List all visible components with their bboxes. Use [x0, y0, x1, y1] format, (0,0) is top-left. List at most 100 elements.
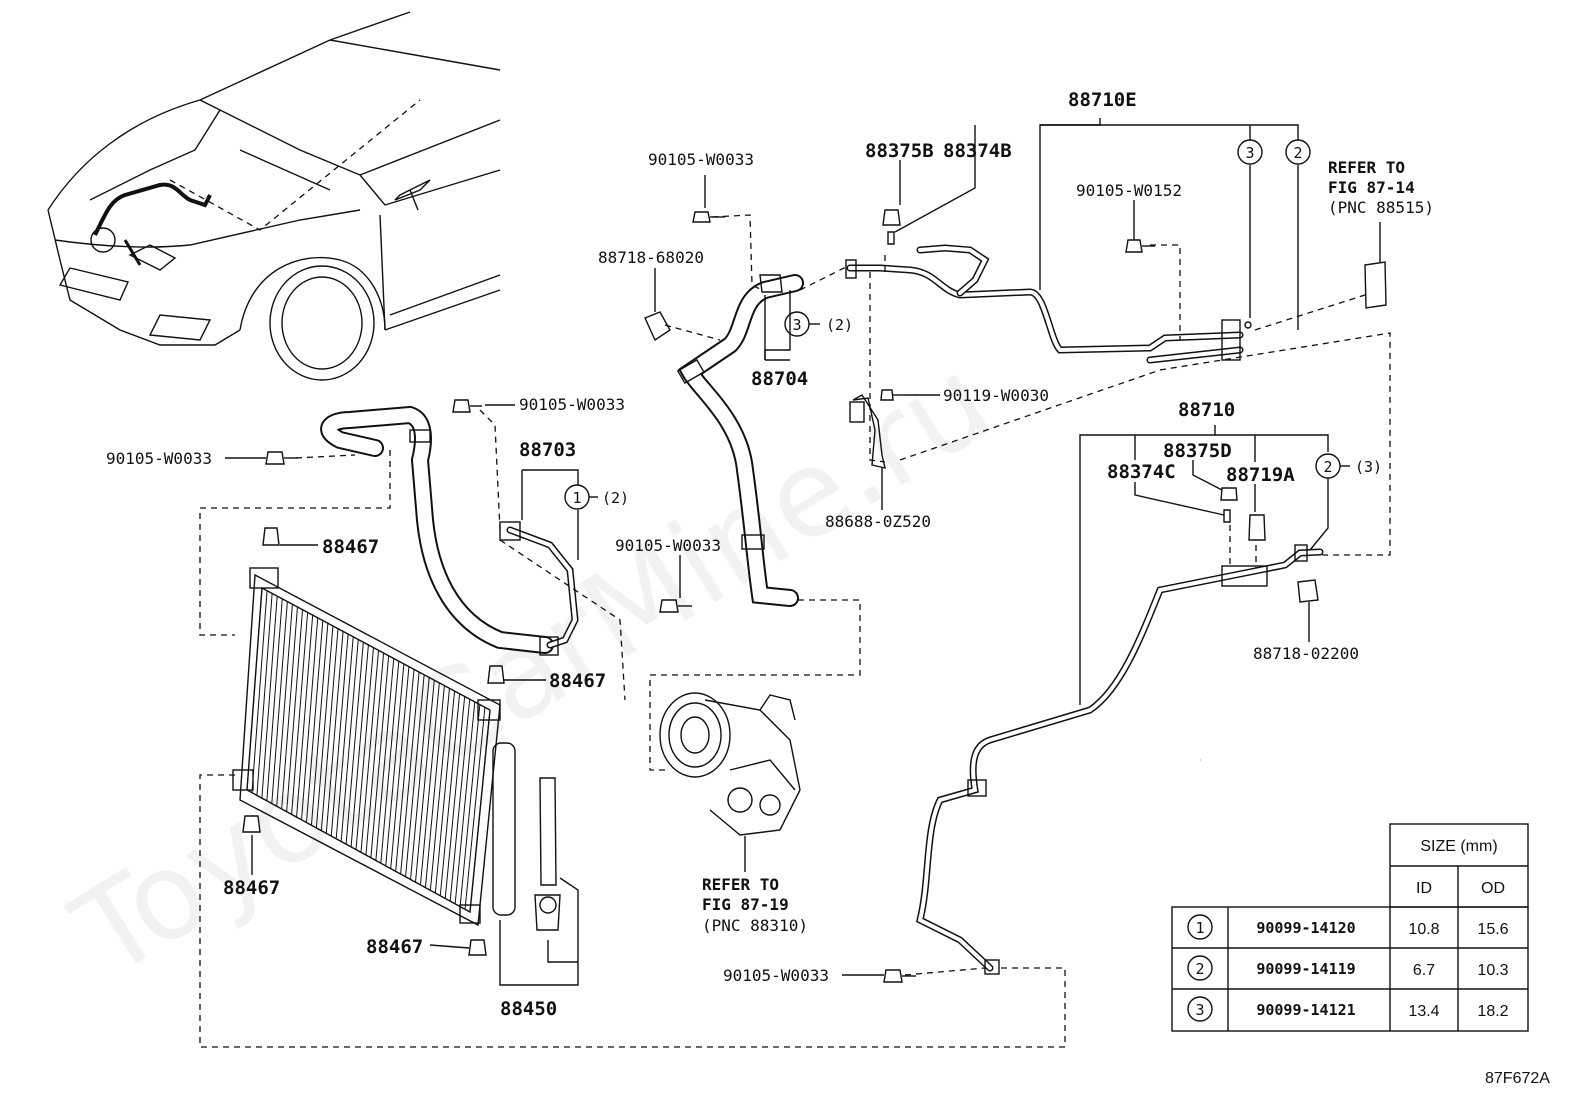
condenser-fin	[271, 601, 288, 804]
svg-text:3: 3	[792, 316, 801, 334]
bolt-icon	[452, 399, 482, 413]
ring-marker-3-88704: 3 (2)	[784, 311, 853, 337]
svg-text:(2): (2)	[826, 316, 853, 334]
ring-marker-2-top: 2	[1285, 139, 1311, 165]
svg-text:90099-14120: 90099-14120	[1256, 919, 1355, 937]
label-88467-c: 88467	[223, 877, 280, 899]
label-90119-W0030: 90119-W0030	[943, 386, 1049, 405]
valve-core-icon	[1223, 509, 1231, 523]
condenser-fin	[375, 658, 395, 861]
condenser-fin	[400, 671, 420, 875]
svg-text:10.8: 10.8	[1408, 921, 1439, 938]
svg-text:(2): (2)	[602, 489, 629, 507]
label-88467-b: 88467	[549, 670, 606, 692]
table-row: 2 90099-14119 6.7 10.3	[1187, 955, 1509, 981]
svg-text:FIG 87-19: FIG 87-19	[702, 895, 789, 914]
svg-text:15.6: 15.6	[1477, 921, 1508, 938]
cushion-icon	[242, 815, 261, 833]
bolt-icon	[265, 451, 298, 465]
label-88375B: 88375B	[865, 140, 934, 162]
condenser-fin	[439, 693, 461, 896]
svg-text:(PNC 88515): (PNC 88515)	[1328, 198, 1434, 217]
svg-text:90099-14121: 90099-14121	[1256, 1001, 1355, 1019]
condenser-fin	[310, 623, 329, 826]
svg-text:18.2: 18.2	[1477, 1003, 1508, 1020]
condenser-fin	[390, 666, 410, 869]
label-88375D: 88375D	[1163, 440, 1232, 462]
condenser-fin	[360, 650, 380, 853]
condenser-fin	[424, 685, 445, 888]
condenser-fin	[286, 609, 304, 812]
watermark: ToyotaCarMine.ru	[51, 331, 1015, 1005]
condenser-fin	[469, 709, 491, 913]
condenser-fin	[395, 669, 415, 872]
ref-fig-87-14: REFER TO FIG 87-14 (PNC 88515)	[1328, 158, 1434, 217]
label-88374C: 88374C	[1107, 461, 1176, 483]
condenser-fin	[246, 587, 263, 791]
condenser-fin	[281, 606, 298, 810]
sensor-icon	[1297, 579, 1319, 603]
condenser-fin	[414, 680, 435, 883]
pipe-88710	[915, 544, 1324, 975]
label-90105-W0033-c: 90105-W0033	[106, 449, 212, 468]
bolt-icon	[692, 211, 725, 223]
discharge-hose	[320, 405, 579, 656]
condenser-fin	[305, 620, 324, 823]
dashed-leaders	[199, 214, 1391, 1048]
condenser-fin	[434, 690, 456, 894]
condenser-fin	[261, 596, 278, 799]
svg-text:1: 1	[572, 489, 581, 507]
label-88467-d: 88467	[366, 936, 423, 958]
label-88374B: 88374B	[943, 140, 1012, 162]
condenser-fin	[419, 682, 440, 885]
condenser-fin	[355, 647, 374, 850]
table-row: 3 90099-14121 13.4 18.2	[1187, 996, 1509, 1022]
bolt-icon	[659, 599, 692, 613]
svg-text:FIG 87-14: FIG 87-14	[1328, 178, 1415, 197]
label-88703: 88703	[519, 439, 576, 461]
condenser-fin	[429, 688, 450, 891]
label-90105-W0033-e: 90105-W0033	[723, 966, 829, 985]
label-90105-W0152: 90105-W0152	[1076, 181, 1182, 200]
condenser-fin	[454, 701, 476, 904]
condenser-fin	[380, 661, 400, 864]
label-90105-W0033-b: 90105-W0033	[519, 395, 625, 414]
label-88718-02200: 88718-02200	[1253, 644, 1359, 663]
fasteners	[242, 209, 1387, 983]
switch-icon	[1248, 514, 1266, 541]
condenser-fin	[405, 674, 425, 877]
bolt-icon	[880, 389, 905, 401]
size-header: SIZE (mm)	[1420, 838, 1497, 855]
svg-text:REFER TO: REFER TO	[1328, 158, 1405, 177]
valve-cap-icon	[1220, 487, 1238, 501]
condenser-fin	[410, 677, 430, 880]
condenser-fin	[350, 644, 369, 847]
suction-hose	[676, 274, 804, 607]
condenser-fin	[256, 593, 273, 796]
label-88718-68020: 88718-68020	[598, 248, 704, 267]
figure-code: 87F672A	[1485, 1070, 1550, 1087]
cushion-icon	[487, 665, 505, 684]
svg-text:2: 2	[1293, 144, 1302, 162]
condenser-fin	[365, 653, 385, 856]
car-illustration	[47, 11, 501, 381]
pipe-88710E	[845, 244, 1252, 364]
expansion-valve-icon	[1364, 261, 1387, 309]
valve-core-icon	[887, 231, 895, 245]
condenser-fin	[301, 617, 319, 820]
condenser-fin	[251, 590, 268, 793]
valve-cap-icon	[882, 209, 901, 226]
svg-text:1: 1	[1195, 919, 1204, 937]
size-table: SIZE (mm) ID OD 1 90099-14120 10.8 15.6 …	[1171, 823, 1529, 1032]
bolt-icon	[883, 969, 916, 983]
sensor-icon	[644, 311, 671, 342]
condenser-fin	[340, 639, 359, 842]
assembly-88710E: 88710E	[1068, 89, 1137, 111]
condenser-fin	[325, 631, 344, 834]
label-88450: 88450	[500, 998, 557, 1020]
condenser-fin	[464, 707, 486, 910]
svg-text:2: 2	[1195, 960, 1204, 978]
condenser-fin	[315, 625, 334, 828]
